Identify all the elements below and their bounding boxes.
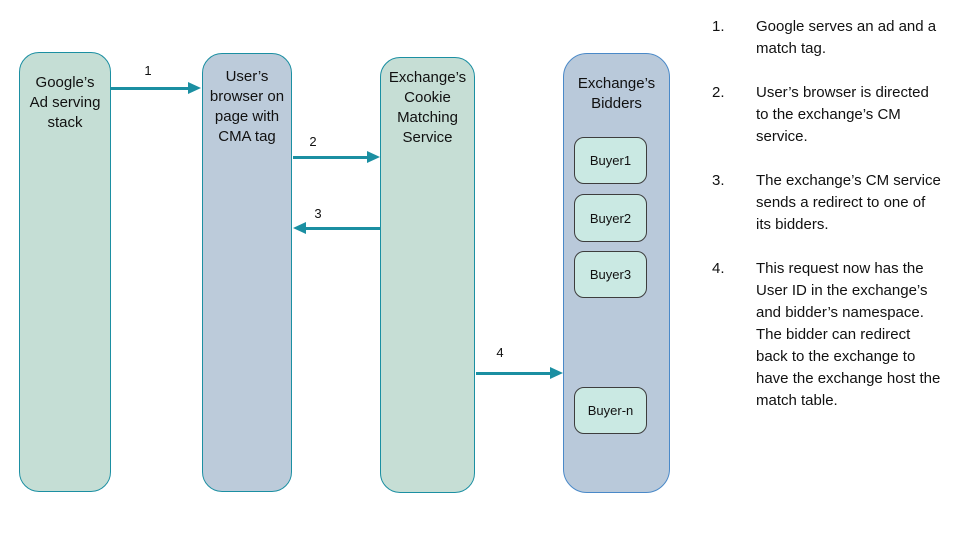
step-item-1: 1. Google serves an ad and a match tag. xyxy=(712,16,950,60)
step-3-text: The exchange’s CM service sends a redire… xyxy=(756,172,941,233)
bidder-box-buyer1: Buyer1 xyxy=(574,137,647,184)
arrow-2-shaft xyxy=(293,155,367,159)
step-2-text: User’s browser is directed to the exchan… xyxy=(756,84,929,145)
arrow-1-shaft xyxy=(111,86,188,90)
node-exchange-bidders: Exchange’s Bidders Buyer1 Buyer2 Buyer3 … xyxy=(563,53,670,493)
step-1-number: 1. xyxy=(712,18,725,35)
node-user-browser-label: User’s browser on page with CMA tag xyxy=(209,68,285,145)
bidder-buyer3-label: Buyer3 xyxy=(589,267,632,282)
step-item-2: 2. User’s browser is directed to the exc… xyxy=(712,82,950,148)
arrow-4-right-icon xyxy=(476,367,563,379)
step-3-number: 3. xyxy=(712,172,725,189)
arrow-4-head-icon xyxy=(550,367,563,379)
arrow-2-label: 2 xyxy=(309,134,317,149)
node-user-browser: User’s browser on page with CMA tag xyxy=(202,53,292,492)
arrow-2-head-icon xyxy=(367,151,380,163)
arrow-1-label: 1 xyxy=(144,63,152,78)
step-1-text: Google serves an ad and a match tag. xyxy=(756,18,937,57)
node-bidders-label: Exchange’s Bidders xyxy=(577,75,656,112)
arrow-3-shaft xyxy=(306,226,380,230)
node-exchange-cookie-matching-service: Exchange’s Cookie Matching Service xyxy=(380,57,475,493)
bidder-box-buyer3: Buyer3 xyxy=(574,251,647,298)
arrow-3-label: 3 xyxy=(314,206,322,221)
step-4-number: 4. xyxy=(712,260,725,277)
bidder-buyer1-label: Buyer1 xyxy=(589,153,632,168)
arrow-4-shaft xyxy=(476,371,550,375)
arrow-1-head-icon xyxy=(188,82,201,94)
step-item-3: 3. The exchange’s CM service sends a red… xyxy=(712,170,950,236)
arrow-2-right-icon xyxy=(293,151,380,163)
bidder-buyer-n-label: Buyer-n xyxy=(587,403,634,418)
node-google-label: Google’s Ad serving stack xyxy=(29,74,101,131)
bidder-buyer2-label: Buyer2 xyxy=(589,210,632,226)
bidder-box-buyer-n: Buyer-n xyxy=(574,387,647,434)
step-2-number: 2. xyxy=(712,84,725,101)
bidder-box-buyer2: Buyer2 xyxy=(574,194,647,242)
steps-list: 1. Google serves an ad and a match tag. … xyxy=(712,16,950,434)
node-cm-service-label: Exchange’s Cookie Matching Service xyxy=(388,69,467,146)
arrow-1-right-icon xyxy=(111,82,201,94)
step-4-text: This request now has the User ID in the … xyxy=(756,260,941,409)
node-google-ad-serving-stack: Google’s Ad serving stack xyxy=(19,52,111,492)
step-item-4: 4. This request now has the User ID in t… xyxy=(712,258,950,412)
arrow-3-head-icon xyxy=(293,222,306,234)
arrow-4-label: 4 xyxy=(496,345,504,360)
arrow-3-left-icon xyxy=(293,222,380,234)
